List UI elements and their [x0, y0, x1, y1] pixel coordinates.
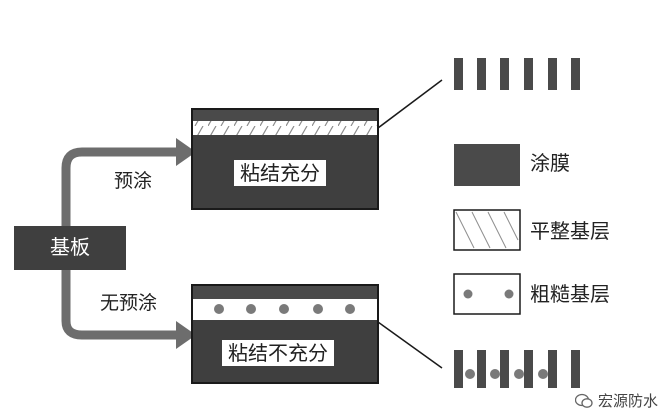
- legend-rough-base-swatch: [453, 273, 521, 315]
- bottom-leader-line: [377, 321, 443, 369]
- pre-coated-specimen: [191, 108, 379, 210]
- uncoated-specimen: [191, 284, 379, 384]
- rough-base-pores: [214, 304, 355, 314]
- bottom-film-strip: [454, 350, 580, 388]
- watermark-text: 宏源防水: [597, 392, 658, 410]
- pre-coat-arrow: [61, 138, 196, 226]
- watermark: 宏源防水: [574, 390, 658, 411]
- legend-coating-swatch: [454, 144, 520, 186]
- legend-flat-base-swatch: [453, 209, 521, 251]
- substrate-label: 基板: [50, 235, 90, 259]
- top-leader-line: [377, 79, 443, 129]
- flat-base-layer: [193, 121, 377, 135]
- no-pre-coat-arrow: [61, 270, 196, 349]
- no-pre-coat-label: 无预涂: [100, 292, 158, 314]
- legend-coating-label: 涂膜: [530, 151, 570, 175]
- legend-flat-base-label: 平整基层: [530, 219, 610, 243]
- bond-sufficient-label: 粘结充分: [234, 160, 326, 186]
- substrate-block: [14, 226, 126, 270]
- top-coating-layer: [193, 110, 377, 121]
- bond-insufficient-label: 粘结不充分: [222, 340, 334, 366]
- pre-coat-label: 预涂: [114, 170, 153, 192]
- bottom-coating-layer: [193, 286, 377, 299]
- legend-rough-base-label: 粗糙基层: [530, 282, 610, 306]
- wechat-official-account-icon: [574, 393, 593, 408]
- top-film-strip: [454, 58, 580, 90]
